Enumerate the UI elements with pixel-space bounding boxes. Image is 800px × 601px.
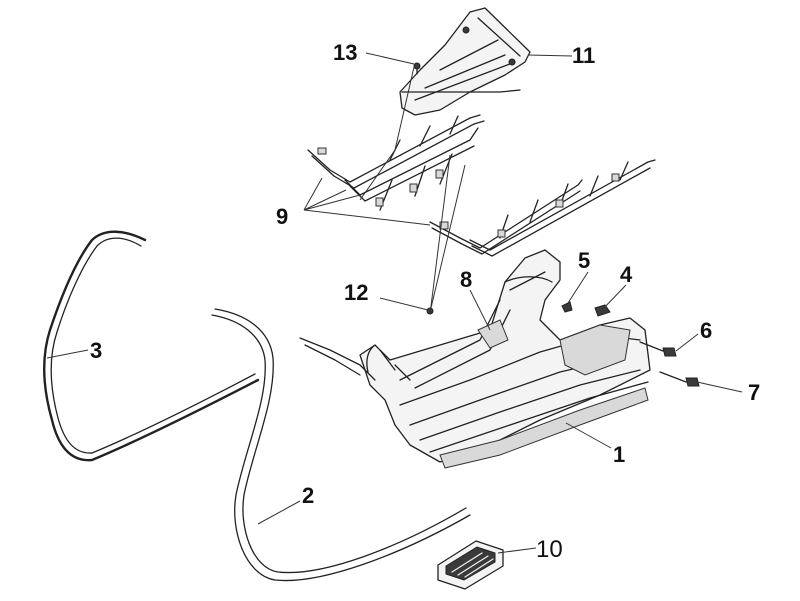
part-4-bracket [594,304,611,317]
callout-12: 12 [344,280,368,305]
callout-5: 5 [578,248,590,273]
part-9-rails-left [307,114,485,211]
callout-7: 7 [748,380,760,405]
part-13-screw [413,62,421,75]
part-10-grille [437,540,504,590]
leader-lines [46,52,743,554]
part-3-seal-strip [43,230,260,462]
callout-2: 2 [302,483,314,508]
part-6-bolt [639,341,677,357]
callout-1: 1 [613,442,625,467]
callout-13: 13 [333,40,357,65]
part-5-clip [561,301,573,313]
callout-4: 4 [620,262,633,287]
callout-9: 9 [276,204,288,229]
callout-10: 10 [536,536,563,563]
part-1-floor-panel [299,249,651,469]
part-9-rails-right [429,159,656,257]
part-2-trim-strip [211,308,471,582]
part-11-top-panel [399,7,531,116]
callout-11: 11 [572,43,595,68]
callout-6: 6 [700,318,712,343]
callout-3: 3 [90,338,102,363]
callout-8: 8 [460,267,472,292]
part-7-bolt [659,371,700,387]
